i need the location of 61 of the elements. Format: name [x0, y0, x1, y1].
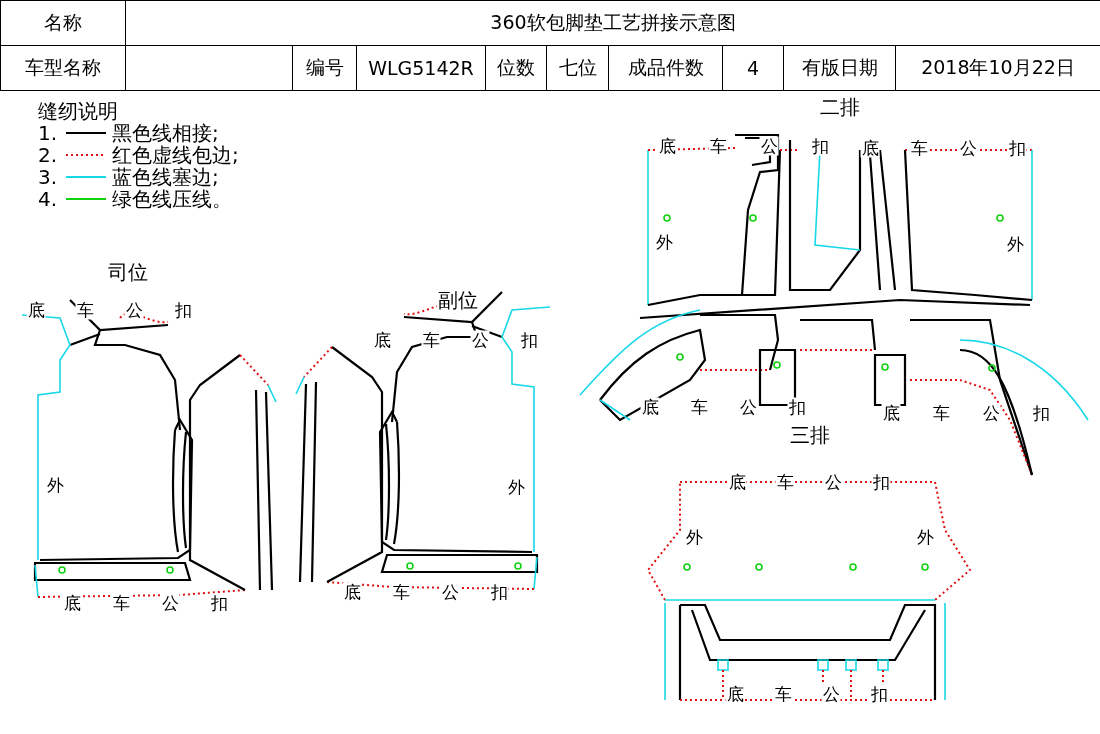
- piece-label: 底: [860, 138, 880, 158]
- piece-label: 底: [725, 684, 745, 704]
- legend-number: 2.: [38, 143, 59, 167]
- piece-label: 扣: [871, 472, 891, 492]
- piece-label: 公: [759, 136, 779, 156]
- table-cell: 名称: [0, 0, 126, 46]
- piece-label: 公: [738, 397, 758, 417]
- piece-label: 扣: [787, 397, 807, 417]
- piece-label: 车: [909, 138, 929, 158]
- piece-label: 扣: [209, 593, 229, 613]
- legend-text: 红色虚线包边;: [112, 142, 239, 167]
- piece-label: 公: [160, 593, 180, 613]
- legend-text: 绿色线压线。: [112, 186, 232, 213]
- piece-label: 车: [421, 330, 441, 350]
- piece-label: 扣: [1031, 403, 1051, 423]
- piece-label: 车: [708, 136, 728, 156]
- piece-label: 车: [773, 684, 793, 704]
- table-cell: 车型名称: [0, 45, 126, 91]
- piece-label: 扣: [173, 300, 193, 320]
- piece-label: 公: [440, 582, 460, 602]
- piece-label: 车: [931, 403, 951, 423]
- piece-label: 车: [391, 582, 411, 602]
- piece-label: 外: [684, 527, 704, 547]
- legend-number: 3.: [38, 165, 59, 189]
- section-title: 副位: [437, 289, 479, 311]
- piece-label: 扣: [869, 684, 889, 704]
- piece-label: 公: [823, 472, 843, 492]
- piece-label: 扣: [810, 136, 830, 156]
- piece-label: 外: [654, 232, 674, 252]
- legend-heading: 缝纫说明: [38, 100, 119, 122]
- piece-label: 公: [470, 330, 490, 350]
- piece-label: 扣: [519, 330, 539, 350]
- piece-label: 底: [26, 300, 46, 320]
- piece-label: 车: [775, 472, 795, 492]
- piece-label: 外: [915, 527, 935, 547]
- piece-label: 底: [657, 136, 677, 156]
- piece-label: 底: [727, 472, 747, 492]
- section-title: 司位: [107, 261, 149, 283]
- legend-text: 蓝色线塞边;: [112, 164, 219, 189]
- piece-label: 外: [506, 477, 526, 497]
- piece-label: 外: [45, 475, 65, 495]
- piece-label: 扣: [489, 582, 509, 602]
- piece-label: 底: [372, 330, 392, 350]
- piece-label: 底: [640, 397, 660, 417]
- piece-label: 车: [689, 397, 709, 417]
- legend-number: 1.: [38, 121, 59, 145]
- piece-label: 底: [881, 403, 901, 423]
- piece-label: 底: [342, 582, 362, 602]
- piece-label: 公: [981, 403, 1001, 423]
- piece-label: 底: [62, 593, 82, 613]
- legend-number: 4.: [38, 187, 59, 211]
- piece-label: 扣: [1007, 138, 1027, 158]
- piece-label: 车: [111, 593, 131, 613]
- section-title: 三排: [789, 424, 831, 446]
- piece-label: 公: [124, 300, 144, 320]
- piece-label: 外: [1005, 234, 1025, 254]
- section-title: 二排: [819, 96, 861, 118]
- piece-label: 公: [958, 138, 978, 158]
- piece-label: 车: [75, 300, 95, 320]
- piece-label: 公: [821, 684, 841, 704]
- legend-text: 黑色线相接;: [112, 120, 219, 145]
